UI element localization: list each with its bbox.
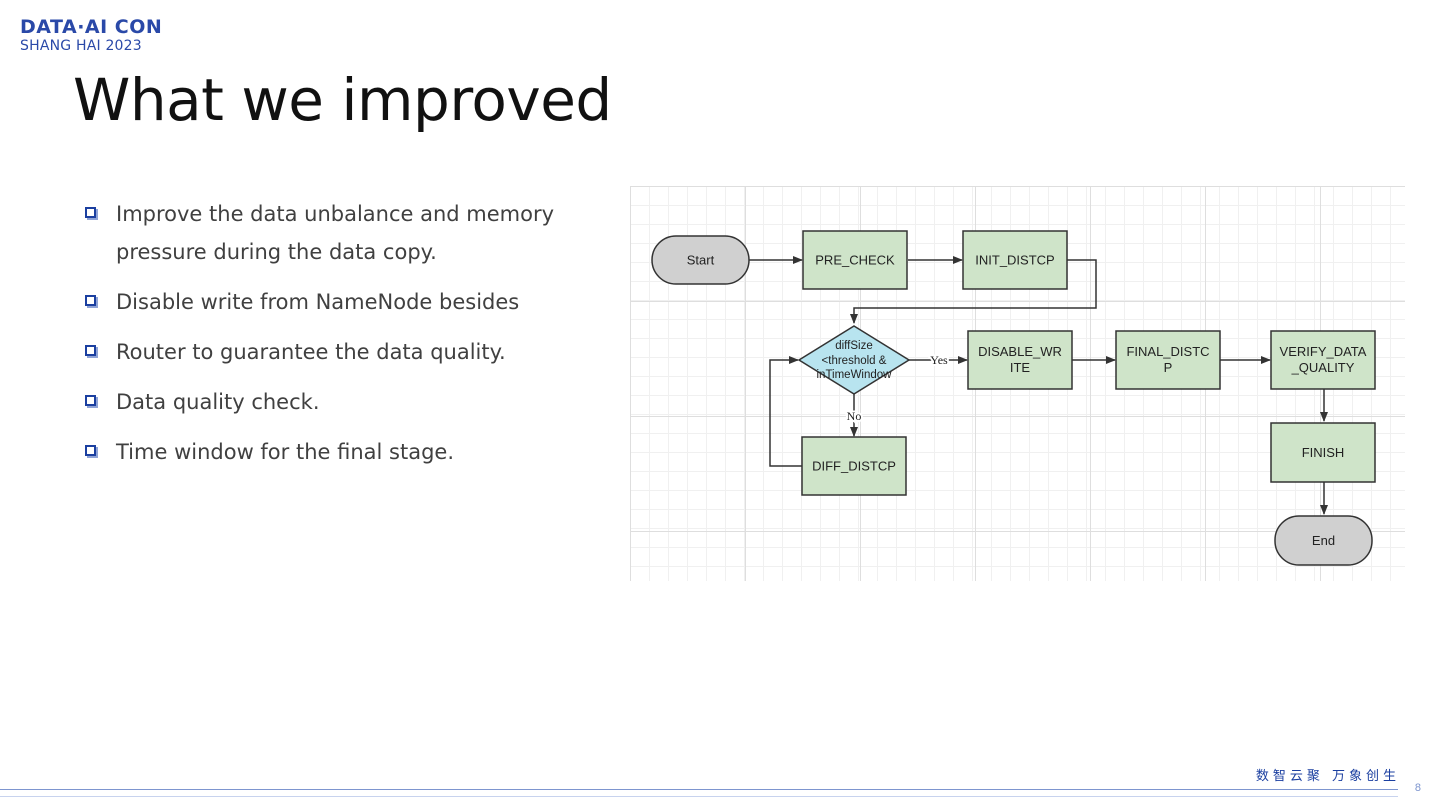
checkbox-bullet-icon: [85, 445, 96, 456]
start-label: Start: [687, 253, 715, 268]
final-distcp-label-line1: FINAL_DISTC: [1126, 344, 1209, 359]
conference-logo: DATA·AI CON SHANG HAI 2023: [20, 16, 163, 54]
disable-write-label-line2: ITE: [1010, 360, 1031, 375]
init-distcp-label: INIT_DISTCP: [975, 253, 1054, 268]
edges: [749, 256, 1328, 515]
checkbox-bullet-icon: [85, 345, 96, 356]
diff-distcp-label: DIFF_DISTCP: [812, 459, 896, 474]
bullet-item: Improve the data unbalance and memory pr…: [85, 198, 620, 271]
flowchart-svg: Yes No Start PRE_CHECK INIT_DISTCP diffS…: [651, 230, 1376, 566]
final-distcp-node: FINAL_DISTC P: [1115, 330, 1221, 390]
logo-line1: DATA·AI CON: [20, 16, 163, 38]
footer-slogan: 数智云聚 万象创生: [1255, 769, 1400, 784]
disable-write-label-line1: DISABLE_WR: [978, 344, 1062, 359]
bullet-text: Time window for the final stage.: [116, 440, 454, 464]
final-distcp-label-line2: P: [1164, 360, 1173, 375]
decision-label-line1: diffSize: [835, 340, 873, 352]
end-label: End: [1312, 533, 1335, 548]
verify-data-quality-node: VERIFY_DATA _QUALITY: [1270, 330, 1376, 390]
finish-label: FINISH: [1302, 445, 1345, 460]
logo-line2: SHANG HAI 2023: [20, 38, 142, 54]
pre-check-label: PRE_CHECK: [815, 253, 895, 268]
page-number: 8: [1414, 782, 1421, 794]
finish-node: FINISH: [1270, 422, 1376, 483]
bullet-text: Data quality check.: [116, 390, 320, 414]
footer-divider: [0, 789, 1398, 790]
end-node: End: [1274, 515, 1373, 566]
decision-label-line2: <threshold &: [822, 355, 887, 367]
checkbox-bullet-icon: [85, 207, 96, 218]
bullet-text: Disable write from NameNode besides: [116, 290, 520, 314]
bullet-item: Data quality check.: [85, 386, 620, 421]
edge-init-decision: [850, 259, 1097, 324]
edge-label-yes: Yes: [930, 353, 948, 367]
init-distcp-node: INIT_DISTCP: [962, 230, 1068, 290]
flowchart-diagram: Yes No Start PRE_CHECK INIT_DISTCP diffS…: [630, 186, 1405, 581]
checkbox-bullet-icon: [85, 295, 96, 306]
decision-node: diffSize <threshold & inTimeWindow: [797, 325, 911, 395]
edge-label-no: No: [847, 409, 862, 423]
bullet-list: Improve the data unbalance and memory pr…: [85, 198, 620, 486]
verify-label-line1: VERIFY_DATA: [1280, 344, 1367, 359]
footer-divider-secondary: [0, 796, 1398, 797]
disable-write-node: DISABLE_WR ITE: [967, 330, 1073, 390]
start-node: Start: [651, 235, 750, 285]
bullet-item: Disable write from NameNode besides: [85, 286, 620, 321]
bullet-item: Time window for the final stage.: [85, 436, 620, 471]
verify-label-line2: _QUALITY: [1291, 360, 1355, 375]
decision-label-line3: inTimeWindow: [817, 369, 893, 381]
bullet-item: Router to guarantee the data quality.: [85, 336, 620, 371]
edge-diff-decision: [769, 356, 802, 467]
bullet-text: Improve the data unbalance and memory pr…: [116, 202, 555, 264]
slide-title: What we improved: [73, 66, 612, 134]
pre-check-node: PRE_CHECK: [802, 230, 908, 290]
bullet-text: Router to guarantee the data quality.: [116, 340, 506, 364]
diff-distcp-node: DIFF_DISTCP: [801, 436, 907, 496]
checkbox-bullet-icon: [85, 395, 96, 406]
